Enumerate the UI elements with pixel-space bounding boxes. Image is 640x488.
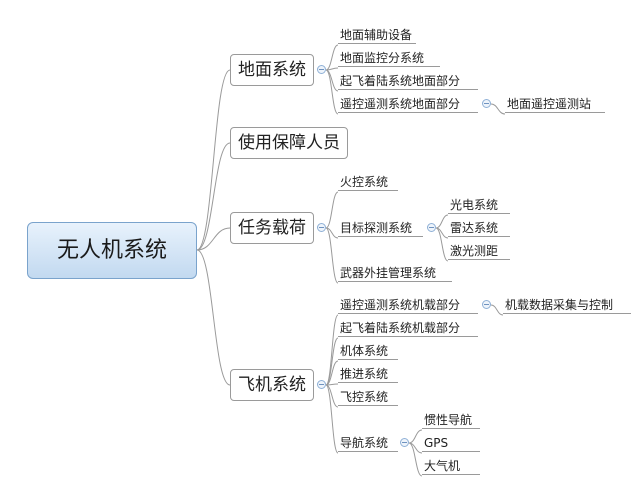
link-root-ground: [196, 69, 231, 251]
link-nav-leaf-2: [408, 442, 423, 477]
leaf-ground-monitor[interactable]: 地面监控分系统: [338, 49, 440, 67]
leaf-target-detection[interactable]: 目标探测系统: [338, 219, 423, 237]
leaf-ground-remote-station[interactable]: 地面遥控遥测站: [505, 95, 605, 113]
leaf-laser-ranging[interactable]: 激光测距: [448, 242, 510, 260]
branch-mission-payload[interactable]: 任务载荷: [230, 212, 314, 244]
link-detect-leaf-2: [435, 227, 449, 262]
link-aircraft-leaf-1: [325, 337, 339, 386]
leaf-gps[interactable]: GPS: [422, 434, 480, 452]
collapse-toggle-aircraft-remote[interactable]: [482, 300, 491, 309]
leaf-air-data-computer[interactable]: 大气机: [422, 457, 480, 475]
branch-support-personnel[interactable]: 使用保障人员: [230, 127, 348, 159]
collapse-toggle-detect[interactable]: [427, 223, 436, 232]
branch-ground-system[interactable]: 地面系统: [230, 54, 314, 86]
collapse-toggle-ground-remote[interactable]: [482, 99, 491, 108]
leaf-ground-remote-telemetry[interactable]: 遥控遥测系统地面部分: [338, 95, 478, 113]
leaf-weapon-management[interactable]: 武器外挂管理系统: [338, 264, 452, 282]
link-root-aircraft: [196, 249, 231, 386]
leaf-flight-control[interactable]: 飞控系统: [338, 388, 398, 406]
link-ground-leaf-3: [325, 69, 339, 115]
link-aircraft-leaf-2: [325, 360, 339, 386]
link-aircraft-remote-sub: [490, 304, 504, 316]
link-nav-leaf-0: [408, 429, 423, 444]
leaf-ground-aux-equipment[interactable]: 地面辅助设备: [338, 26, 416, 44]
leaf-airframe[interactable]: 机体系统: [338, 342, 398, 360]
leaf-radar[interactable]: 雷达系统: [448, 219, 510, 237]
leaf-electro-optical[interactable]: 光电系统: [448, 196, 510, 214]
link-ground-leaf-0: [325, 44, 339, 71]
leaf-air-takeoff-landing[interactable]: 起飞着陆系统机载部分: [338, 319, 478, 337]
link-detect-leaf-0: [435, 214, 449, 229]
link-aircraft-leaf-5: [325, 384, 339, 454]
collapse-toggle-ground[interactable]: [317, 65, 326, 74]
link-root-mission: [196, 227, 231, 251]
leaf-air-data-acquisition[interactable]: 机载数据采集与控制: [503, 296, 631, 314]
leaf-fire-control[interactable]: 火控系统: [338, 173, 398, 191]
link-mission-leaf-0: [325, 191, 339, 229]
link-root-personnel: [196, 142, 231, 251]
root-node[interactable]: 无人机系统: [27, 222, 197, 279]
branch-aircraft-system[interactable]: 飞机系统: [230, 369, 314, 401]
leaf-propulsion[interactable]: 推进系统: [338, 365, 398, 383]
collapse-toggle-nav[interactable]: [400, 438, 409, 447]
link-ground-remote-station: [490, 103, 506, 115]
leaf-navigation[interactable]: 导航系统: [338, 434, 398, 452]
leaf-air-remote-telemetry[interactable]: 遥控遥测系统机载部分: [338, 296, 478, 314]
link-ground-leaf-2: [325, 69, 339, 92]
collapse-toggle-aircraft[interactable]: [317, 380, 326, 389]
link-mission-leaf-2: [325, 227, 339, 284]
leaf-ground-takeoff-landing[interactable]: 起飞着陆系统地面部分: [338, 72, 478, 90]
leaf-inertial-nav[interactable]: 惯性导航: [422, 411, 480, 429]
collapse-toggle-mission[interactable]: [317, 223, 326, 232]
